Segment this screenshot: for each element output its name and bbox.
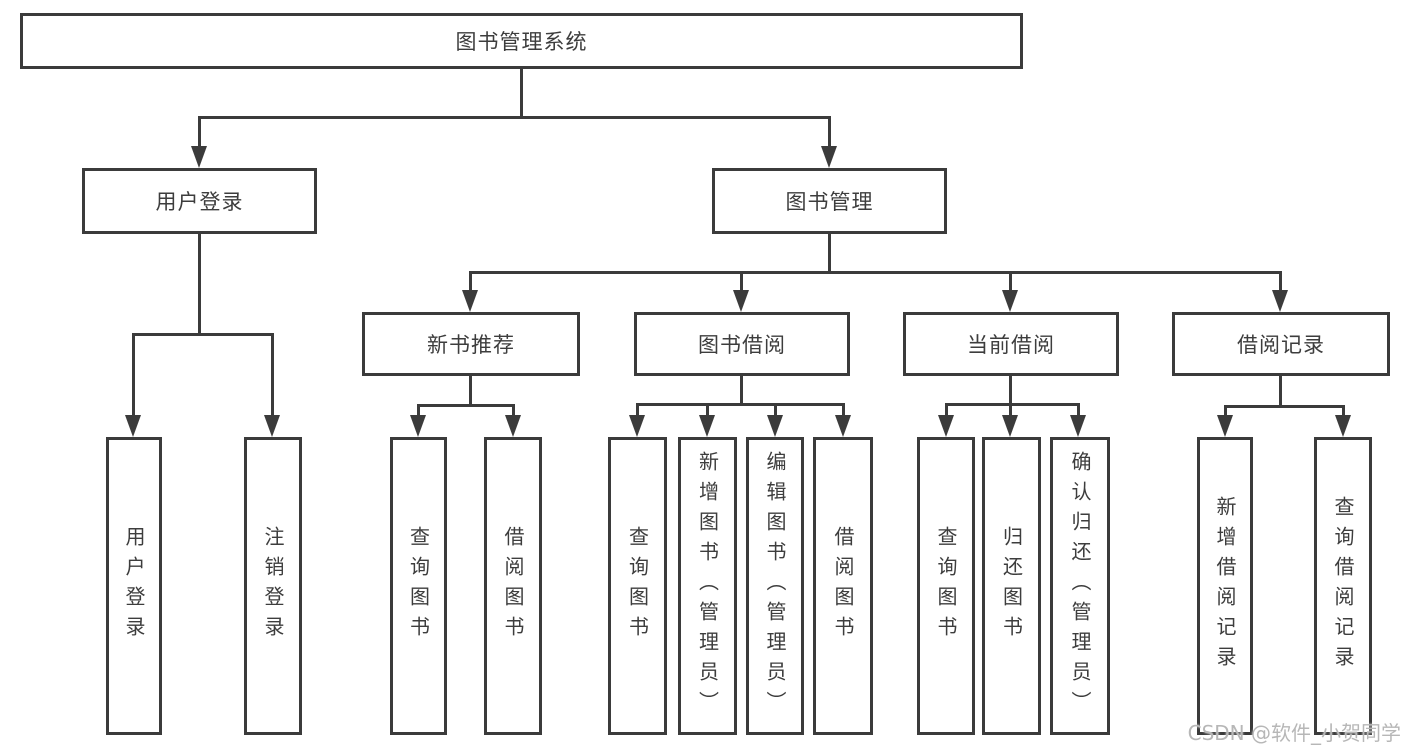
arrow-down-icon <box>410 415 426 437</box>
arrow-down-icon <box>629 415 645 437</box>
node-label-leaf-user-login: 用户登录 <box>122 526 146 646</box>
node-leaf-query-books-borrowing: 查询图书 <box>608 437 667 735</box>
node-label-leaf-borrow-books-recommend: 借阅图书 <box>501 526 525 646</box>
arrow-down-icon <box>1272 290 1288 312</box>
connector-line <box>1009 271 1012 295</box>
node-label-borrowing-records: 借阅记录 <box>1237 333 1325 357</box>
connector-line <box>469 271 1282 274</box>
node-leaf-edit-books-admin: 编辑图书（管理员） <box>746 437 804 735</box>
node-leaf-query-books-recommend: 查询图书 <box>390 437 447 735</box>
node-leaf-user-login: 用户登录 <box>106 437 162 735</box>
connector-line <box>1279 376 1282 407</box>
connector-line <box>774 403 777 420</box>
connector-line <box>945 403 1080 406</box>
connector-line <box>1224 405 1227 420</box>
connector-line <box>740 271 743 295</box>
node-leaf-query-books-current: 查询图书 <box>917 437 975 735</box>
node-label-leaf-return-books: 归还图书 <box>999 526 1024 646</box>
node-label-leaf-confirm-return-admin: 确认归还（管理员） <box>1068 451 1092 721</box>
connector-line <box>828 234 831 273</box>
arrow-down-icon <box>505 415 521 437</box>
connector-line <box>706 403 709 420</box>
node-label-leaf-add-books-admin: 新增图书（管理员） <box>695 451 720 721</box>
connector-line <box>1224 405 1345 408</box>
arrow-down-icon <box>125 415 141 437</box>
node-leaf-add-borrow-record: 新增借阅记录 <box>1197 437 1253 735</box>
arrow-down-icon <box>699 415 715 437</box>
connector-line <box>1077 403 1080 420</box>
connector-line <box>1342 405 1345 420</box>
node-new-book-recommend: 新书推荐 <box>362 312 580 376</box>
connector-line <box>520 69 523 118</box>
arrow-down-icon <box>733 290 749 312</box>
node-leaf-borrow-books-recommend: 借阅图书 <box>484 437 542 735</box>
node-label-system: 图书管理系统 <box>455 30 588 54</box>
connector-line <box>417 404 420 420</box>
node-system: 图书管理系统 <box>20 13 1023 69</box>
connector-line <box>417 404 515 407</box>
node-label-leaf-query-books-borrowing: 查询图书 <box>625 526 650 646</box>
node-label-current-borrowing: 当前借阅 <box>967 333 1055 357</box>
node-leaf-borrow-books-borrowing: 借阅图书 <box>813 437 873 735</box>
arrow-down-icon <box>191 146 207 168</box>
node-borrowing-records: 借阅记录 <box>1172 312 1390 376</box>
node-label-leaf-add-borrow-record: 新增借阅记录 <box>1213 496 1237 676</box>
connector-line <box>132 333 135 419</box>
node-current-borrowing: 当前借阅 <box>903 312 1119 376</box>
connector-line <box>198 116 831 119</box>
connector-line <box>636 403 639 420</box>
arrow-down-icon <box>938 415 954 437</box>
connector-line <box>469 376 472 406</box>
node-label-leaf-borrow-books-borrowing: 借阅图书 <box>831 526 855 646</box>
node-label-book-borrowing: 图书借阅 <box>698 333 786 357</box>
connector-line <box>740 376 743 405</box>
node-leaf-logout: 注销登录 <box>244 437 302 735</box>
node-leaf-add-books-admin: 新增图书（管理员） <box>678 437 737 735</box>
arrow-down-icon <box>1002 290 1018 312</box>
connector-line <box>1009 376 1012 405</box>
node-label-new-book-recommend: 新书推荐 <box>427 333 515 357</box>
node-book-borrowing: 图书借阅 <box>634 312 850 376</box>
node-user-login: 用户登录 <box>82 168 317 234</box>
connector-line <box>198 116 201 148</box>
arrow-down-icon <box>1070 415 1086 437</box>
arrow-down-icon <box>767 415 783 437</box>
connector-line <box>636 403 845 406</box>
node-label-user-login: 用户登录 <box>155 190 244 214</box>
connector-line <box>1009 403 1012 420</box>
connector-line <box>1279 271 1282 295</box>
arrow-down-icon <box>264 415 280 437</box>
connector-line <box>271 333 274 419</box>
connector-line <box>469 271 472 295</box>
node-label-leaf-edit-books-admin: 编辑图书（管理员） <box>763 451 787 721</box>
connector-line <box>132 333 274 336</box>
node-leaf-return-books: 归还图书 <box>982 437 1041 735</box>
node-label-leaf-query-books-recommend: 查询图书 <box>406 526 431 646</box>
arrow-down-icon <box>1217 415 1233 437</box>
connector-line <box>512 404 515 420</box>
node-leaf-confirm-return-admin: 确认归还（管理员） <box>1050 437 1110 735</box>
connector-line <box>828 116 831 148</box>
node-book-management: 图书管理 <box>712 168 947 234</box>
arrow-down-icon <box>821 146 837 168</box>
connector-line <box>198 234 201 335</box>
connector-line <box>945 403 948 420</box>
watermark: CSDN @软件_小贺同学 <box>1187 721 1401 745</box>
connector-line <box>842 403 845 420</box>
node-label-book-management: 图书管理 <box>785 190 874 214</box>
arrow-down-icon <box>835 415 851 437</box>
node-label-leaf-logout: 注销登录 <box>261 526 285 646</box>
arrow-down-icon <box>1002 415 1018 437</box>
arrow-down-icon <box>462 290 478 312</box>
node-label-leaf-query-borrow-record: 查询借阅记录 <box>1331 496 1355 676</box>
node-leaf-query-borrow-record: 查询借阅记录 <box>1314 437 1372 735</box>
arrow-down-icon <box>1335 415 1351 437</box>
node-label-leaf-query-books-current: 查询图书 <box>934 526 958 646</box>
